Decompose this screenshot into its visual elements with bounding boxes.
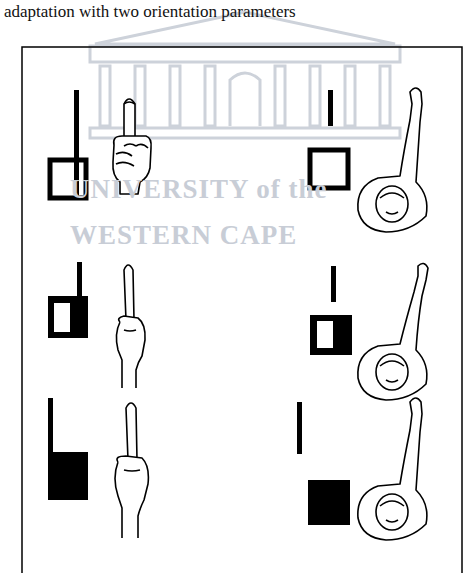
hand-side	[116, 265, 145, 388]
arm-top-view	[358, 263, 428, 400]
watermark-text: UNIVERSITY of the	[70, 174, 328, 205]
hand-flat	[115, 403, 148, 538]
arm-top-view	[358, 398, 427, 540]
watermark-logo	[90, 12, 400, 138]
figure-frame	[22, 47, 462, 573]
figure-caption: adaptation with two orientation paramete…	[4, 2, 296, 22]
orientation-glyphs	[48, 90, 352, 525]
arm-top-view	[358, 88, 427, 232]
watermark-text: WESTERN CAPE	[70, 220, 297, 251]
